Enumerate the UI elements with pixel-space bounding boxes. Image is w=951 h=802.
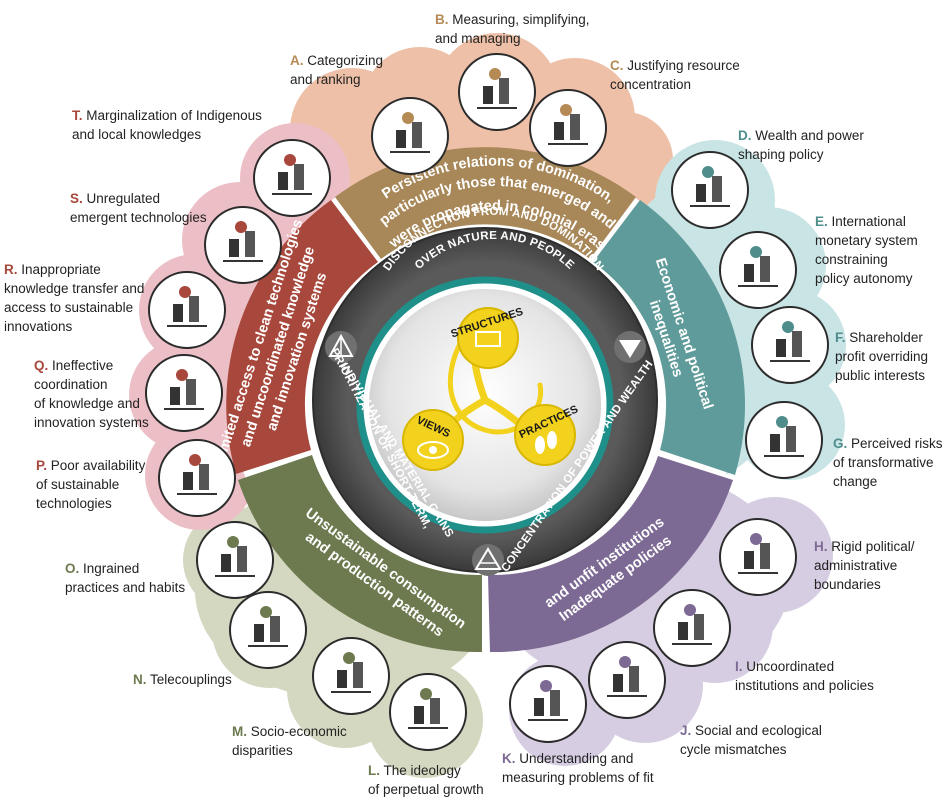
telecoupling-icon xyxy=(229,591,307,669)
segment-economic xyxy=(593,200,746,475)
ring-triangle-left xyxy=(325,331,357,363)
item-label-n: N. Telecouplings xyxy=(133,672,232,687)
wealth-scale-icon xyxy=(671,151,749,229)
item-label-b: B. Measuring, simplifying,and managing xyxy=(435,12,590,46)
core-circle-structures xyxy=(457,307,519,369)
habit-head-icon xyxy=(196,521,274,599)
ring-triangle-bottom xyxy=(472,544,504,576)
puzzle-head-icon xyxy=(509,665,587,743)
item-icons xyxy=(145,53,829,751)
ranking-coins-icon xyxy=(371,97,449,175)
money-bag-icon xyxy=(719,231,797,309)
risk-head-icon xyxy=(745,401,823,479)
wind-solar-icon xyxy=(158,439,236,517)
core-circle-views xyxy=(402,409,464,471)
segment-policies xyxy=(488,456,733,653)
boundaries-icon xyxy=(719,518,797,596)
disparity-scale-icon xyxy=(312,637,390,715)
segment-consumption xyxy=(238,455,482,653)
segment-technology xyxy=(226,200,378,474)
ring-triangle-right xyxy=(614,331,646,363)
segment-structures xyxy=(335,147,636,259)
core-circle-practices xyxy=(514,404,576,466)
knowledge-transfer-icon xyxy=(148,271,226,349)
cycle-mismatch-icon xyxy=(588,641,666,719)
growth-globe-icon xyxy=(389,673,467,751)
gears-bulb-icon xyxy=(145,354,223,432)
measuring-growth-icon xyxy=(458,53,536,131)
broken-link-icon xyxy=(653,589,731,667)
virus-warning-icon xyxy=(204,206,282,284)
profit-scale-icon xyxy=(751,306,829,384)
resource-extraction-icon xyxy=(529,89,607,167)
indigenous-knowledge-icon xyxy=(253,139,331,217)
